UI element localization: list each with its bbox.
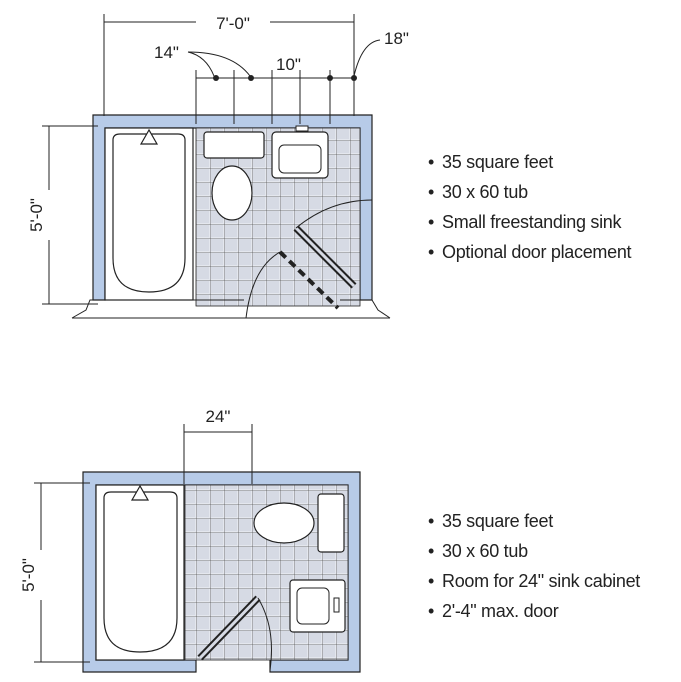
bottom-toilet bbox=[253, 493, 345, 553]
top-fixture-dimensions: 14" 10" 18" bbox=[154, 29, 409, 124]
list-item: 30 x 60 tub bbox=[428, 177, 631, 207]
top-height-dimension: 5'-0" bbox=[27, 125, 98, 305]
top-width-dimension: 7'-0" bbox=[103, 14, 355, 116]
bottom-sink bbox=[289, 579, 346, 633]
top-dim-18-label: 18" bbox=[384, 29, 409, 48]
top-width-label: 7'-0" bbox=[216, 14, 250, 33]
list-item: Optional door placement bbox=[428, 237, 632, 267]
top-bathtub bbox=[104, 127, 194, 301]
top-dim-10-label: 10" bbox=[276, 55, 301, 74]
list-item: 30 x 60 tub bbox=[428, 536, 640, 566]
top-features-list: 35 square feet 30 x 60 tub Small freesta… bbox=[428, 147, 632, 267]
bottom-floor-plan: 24" 5'-0" bbox=[19, 407, 361, 673]
top-sink bbox=[271, 125, 329, 179]
bottom-features-list: 35 square feet 30 x 60 tub Room for 24" … bbox=[428, 506, 640, 626]
list-item: 35 square feet bbox=[428, 147, 631, 177]
list-item: Small freestanding sink bbox=[428, 207, 631, 237]
top-dim-14-label: 14" bbox=[154, 43, 179, 62]
bottom-door bbox=[197, 595, 272, 671]
list-item: 2'-4" max. door bbox=[428, 596, 640, 626]
bottom-height-label: 5'-0" bbox=[19, 558, 38, 592]
top-tub-drain-icon bbox=[139, 128, 159, 145]
bottom-dim-24-label: 24" bbox=[206, 407, 231, 426]
bottom-height-dimension: 5'-0" bbox=[19, 482, 90, 663]
top-toilet bbox=[203, 131, 265, 221]
list-item: Room for 24" sink cabinet bbox=[428, 566, 640, 596]
list-item: 35 square feet bbox=[428, 506, 640, 536]
bottom-tub-drain-icon bbox=[130, 484, 150, 501]
bottom-bathtub bbox=[95, 484, 185, 661]
top-floor-plan: 7'-0" 5'-0" 14" 10" 18" bbox=[27, 14, 409, 319]
top-door bbox=[245, 199, 373, 319]
top-height-label: 5'-0" bbox=[27, 198, 46, 232]
bottom-24-dimension: 24" bbox=[183, 407, 253, 484]
